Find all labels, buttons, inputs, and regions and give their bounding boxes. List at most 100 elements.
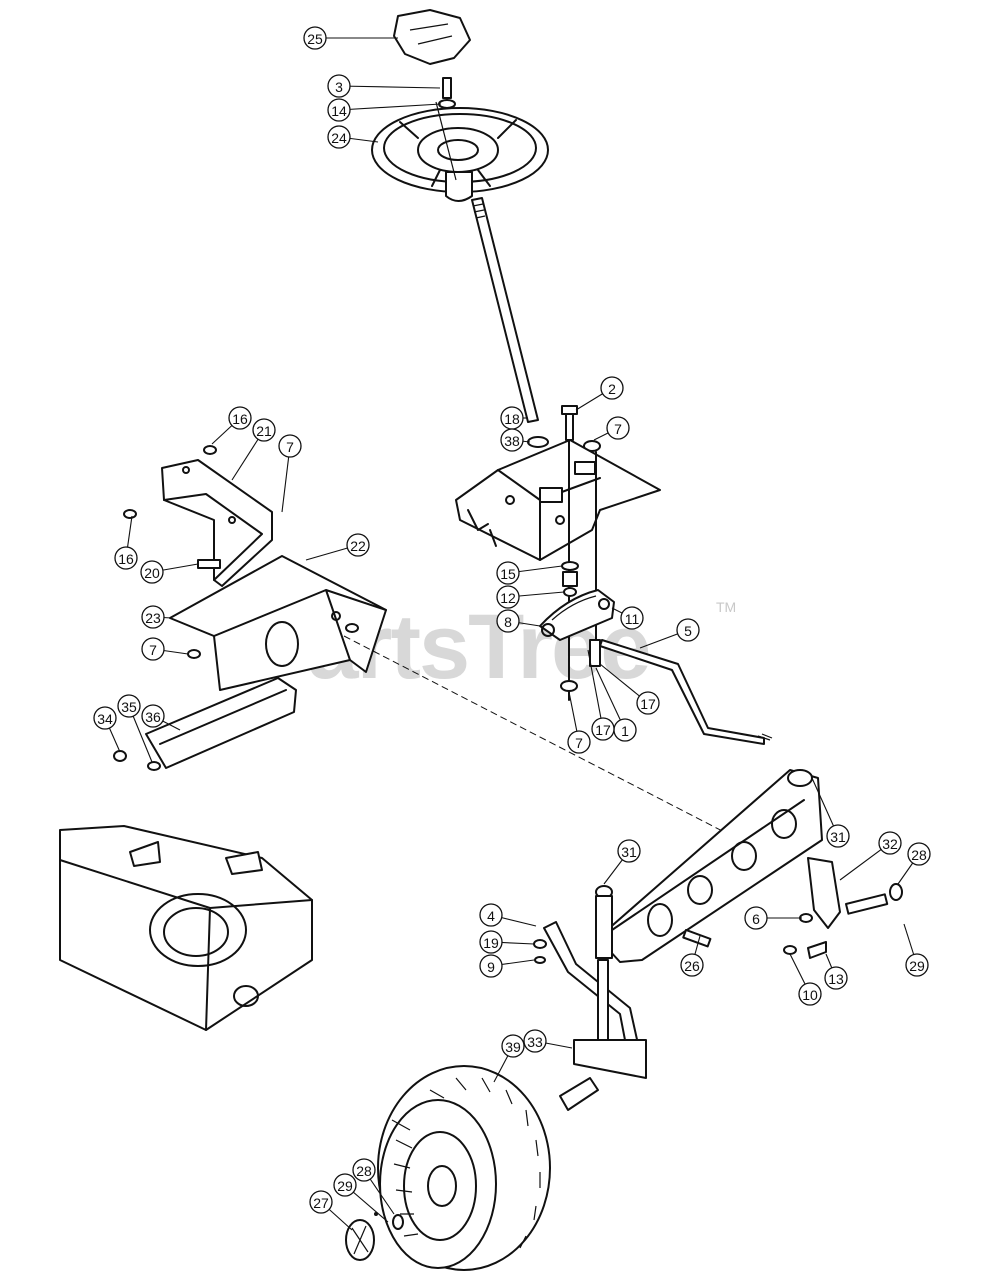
callout-number: 7 [149, 642, 157, 658]
tractor-frame [59, 825, 313, 1031]
callout-circle [303, 26, 327, 50]
callout-leader [587, 649, 604, 730]
callout-circle [93, 706, 117, 730]
drag-link [599, 639, 773, 745]
callout-number: 36 [145, 709, 161, 725]
callout-circle [744, 906, 768, 930]
callout-number: 11 [625, 611, 640, 627]
callout-number: 38 [504, 433, 520, 449]
callout-number: 27 [313, 1195, 329, 1211]
callout-circle [676, 618, 700, 642]
callout-number: 29 [909, 958, 925, 974]
sector-gear [539, 589, 615, 641]
callout-number: 34 [97, 711, 113, 727]
callout-circle [798, 982, 822, 1006]
right-spindle [783, 857, 903, 959]
callout-leader [338, 85, 441, 89]
callout-circle [680, 953, 704, 977]
callout-circle [141, 605, 165, 629]
callout-circle [523, 1029, 547, 1053]
steering-support-bracket [455, 439, 661, 561]
callout-number: 29 [337, 1178, 353, 1194]
steering-wheel-cap [393, 9, 471, 65]
callout-circle [228, 406, 252, 430]
callout-number: 8 [504, 614, 512, 630]
callout-circle [479, 930, 503, 954]
cap-bolt [438, 77, 456, 109]
bolt-2 [561, 405, 578, 441]
callout-leader [338, 103, 442, 111]
washer-38 [527, 436, 549, 448]
callout-circle [346, 533, 370, 557]
callout-number: 3 [335, 79, 343, 95]
pinion-gear [561, 561, 579, 597]
callout-circle [496, 585, 520, 609]
steering-shaft [471, 197, 539, 423]
callout-number: 7 [575, 735, 583, 751]
callout-number: 7 [286, 439, 294, 455]
callout-number: 22 [350, 538, 366, 554]
callout-circle [114, 546, 138, 570]
bolt-26 [682, 928, 712, 948]
steering-wheel [371, 101, 549, 202]
callout-circle [333, 1173, 357, 1197]
callout-circle [617, 839, 641, 863]
callout-number: 14 [331, 103, 347, 119]
callout-circle [600, 376, 624, 400]
callout-circle [878, 831, 902, 855]
callout-circle [141, 637, 165, 661]
hub-cap [345, 1212, 404, 1261]
callout-number: 23 [145, 610, 161, 626]
callout-number: 39 [505, 1039, 521, 1055]
front-tire [377, 1065, 551, 1271]
dash-panel [169, 555, 387, 691]
callout-circle [905, 953, 929, 977]
callout-number: 21 [256, 423, 272, 439]
callout-circle [636, 691, 660, 715]
assembly-line [343, 635, 733, 837]
callout-number: 15 [500, 566, 516, 582]
callout-number: 17 [640, 696, 656, 712]
callout-number: 5 [684, 623, 692, 639]
callout-number: 32 [882, 836, 898, 852]
callout-number: 28 [911, 847, 927, 863]
callout-number: 2 [608, 381, 616, 397]
lower-bracket-36 [113, 677, 297, 771]
callout-circle [352, 1158, 376, 1182]
callout-circle [496, 609, 520, 633]
callout-circle [141, 704, 165, 728]
callout-circle [140, 560, 164, 584]
callout-number: 17 [595, 722, 611, 738]
left-spindle [533, 885, 647, 1111]
callout-number: 7 [614, 421, 622, 437]
callout-circle [826, 824, 850, 848]
callout-number: 1 [621, 723, 629, 739]
callout-circle [309, 1190, 333, 1214]
callout-number: 16 [118, 551, 134, 567]
callout-number: 16 [232, 411, 248, 427]
callout-circle [501, 1034, 525, 1058]
callout-number: 24 [331, 130, 347, 146]
callout-number: 9 [487, 959, 495, 975]
callout-circle [567, 730, 591, 754]
callout-number: 31 [830, 829, 846, 845]
dash-bracket-21 [123, 445, 273, 587]
callout-circle [327, 98, 351, 122]
callout-circle [500, 428, 524, 452]
lower-fasteners [560, 639, 601, 692]
callout-circle [327, 125, 351, 149]
callout-circle [496, 561, 520, 585]
callout-circle [591, 717, 615, 741]
callout-number: 25 [307, 31, 323, 47]
callout-number: 19 [483, 935, 499, 951]
callout-circle [479, 954, 503, 978]
callout-number: 20 [144, 565, 160, 581]
callout-circle [606, 416, 630, 440]
callout-number: 10 [802, 987, 818, 1003]
callout-number: 33 [527, 1034, 543, 1050]
callout-circle [117, 694, 141, 718]
watermark-tm: TM [716, 599, 736, 615]
